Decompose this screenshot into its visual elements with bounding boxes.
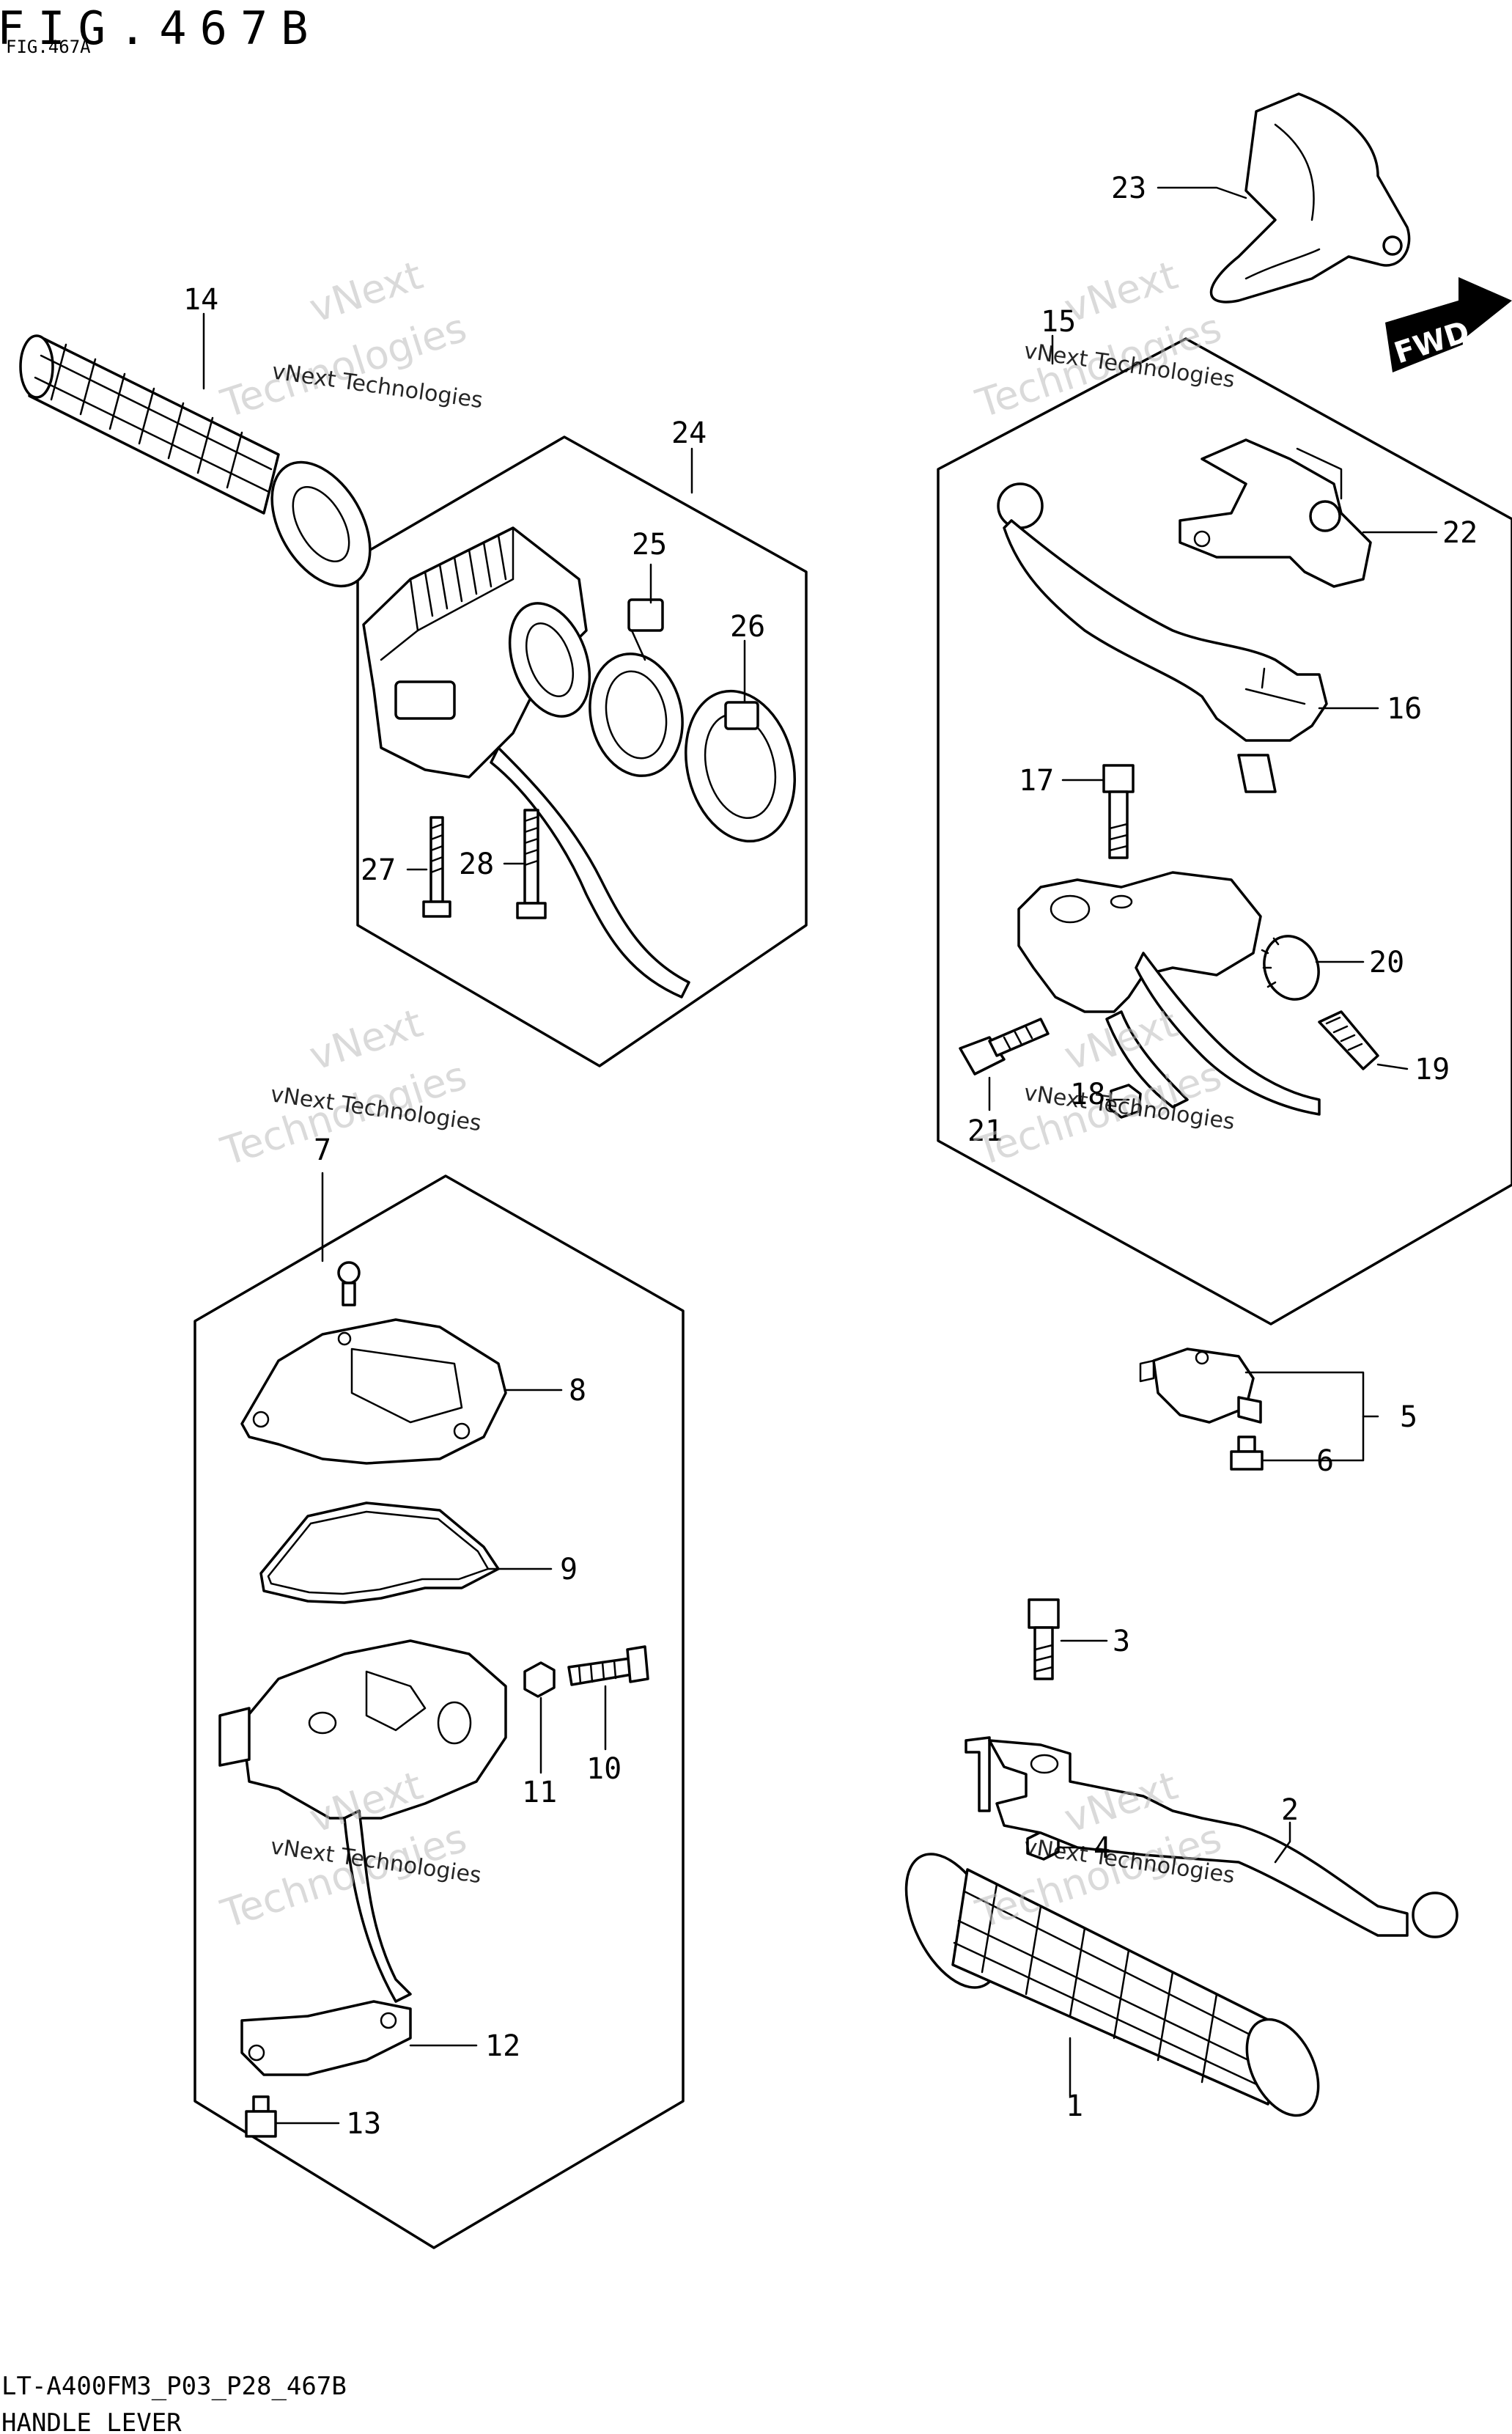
parking-lock-lever-drawing	[1179, 438, 1372, 588]
callout-17: 17	[1019, 764, 1054, 798]
fwd-direction-badge: FWD	[1385, 277, 1512, 372]
callout-28: 28	[459, 848, 494, 881]
callout-5: 5	[1400, 1400, 1417, 1434]
callout-10: 10	[586, 1752, 622, 1786]
throttle-screw-drawing	[245, 2095, 277, 2138]
adjuster-bolt-drawing	[567, 1645, 649, 1686]
cover-gasket-drawing	[259, 1501, 500, 1604]
pivot-nut-drawing	[1108, 1084, 1142, 1119]
front-brake-lever-drawing	[997, 482, 1328, 793]
callout-23: 23	[1111, 172, 1146, 205]
handle-switch-drawing	[362, 526, 690, 999]
screw-28-drawing	[516, 809, 547, 919]
callout-14: 14	[183, 283, 218, 317]
holder-bolt-drawing	[959, 1018, 1050, 1076]
callout-18: 18	[1070, 1078, 1105, 1111]
throttle-case-drawing	[218, 1639, 507, 2003]
cover-screw-drawing	[337, 1261, 361, 1306]
lever-bolt-3-drawing	[1028, 1598, 1060, 1680]
rear-brake-lever-drawing	[965, 1736, 1458, 1938]
group-box-15	[937, 337, 1512, 1326]
choke-lever-drawing	[589, 598, 684, 777]
choke-collar-drawing	[684, 689, 797, 843]
callout-4: 4	[1094, 1831, 1111, 1865]
brake-switch-drawing	[1139, 1347, 1262, 1424]
lever-cover-drawing	[1209, 92, 1411, 304]
callout-8: 8	[569, 1374, 586, 1408]
cable-adjuster-drawing	[1318, 1010, 1379, 1070]
callout-11: 11	[522, 1776, 557, 1809]
callout-7: 7	[314, 1133, 331, 1167]
pivot-bolt-drawing	[1102, 764, 1135, 859]
switch-screw-6-drawing	[1230, 1435, 1264, 1471]
grip-right-drawing	[904, 1853, 1320, 2117]
watermark-3: vNext Technologies vNext Technologies	[215, 1000, 483, 1175]
group-box-7	[193, 1174, 685, 2249]
lever-holder-drawing	[1017, 871, 1321, 1116]
callout-27: 27	[361, 853, 396, 887]
callout-21: 21	[967, 1114, 1003, 1148]
callout-25: 25	[632, 528, 667, 562]
watermark-1: vNext Technologies vNext Technologies	[215, 252, 484, 427]
watermark-2: vNext Technologies vNext Technologies	[970, 252, 1236, 427]
callout-19: 19	[1415, 1053, 1450, 1087]
callout-15: 15	[1041, 305, 1076, 339]
callout-16: 16	[1387, 692, 1422, 726]
callout-3: 3	[1113, 1625, 1130, 1658]
callout-1: 1	[1066, 2089, 1083, 2123]
callout-26: 26	[730, 610, 765, 644]
callout-20: 20	[1369, 946, 1404, 979]
throttle-boot-drawing	[240, 2000, 412, 2076]
parking-gear-drawing	[1261, 935, 1320, 1001]
figure-title: FIG.467B	[0, 1, 322, 55]
leader-lines	[202, 186, 1438, 2125]
callout-6: 6	[1316, 1444, 1334, 1478]
group-box-24	[356, 435, 808, 1067]
watermark-6: vNext Technologies vNext Technologies	[970, 1762, 1236, 1938]
throttle-cover-drawing	[240, 1318, 507, 1465]
callout-9: 9	[560, 1553, 578, 1586]
figure-subtitle: FIG.467A	[6, 37, 91, 57]
callout-numbers: 1 2 3 4 5 6 7 8 9 10 11 12 13 14 15 16 1…	[183, 172, 1478, 2141]
callout-24: 24	[671, 416, 707, 450]
diagram-caption: HANDLE LEVER	[1, 2408, 182, 2434]
grip-left-drawing	[19, 334, 372, 588]
callout-13: 13	[346, 2107, 381, 2141]
callout-22: 22	[1442, 516, 1478, 550]
callout-2: 2	[1281, 1793, 1299, 1827]
model-code: LT-A400FM3_P03_P28_467B	[1, 2372, 347, 2401]
adjuster-nut-drawing	[523, 1661, 556, 1698]
screw-27-drawing	[422, 816, 451, 918]
callout-12: 12	[485, 2029, 520, 2063]
